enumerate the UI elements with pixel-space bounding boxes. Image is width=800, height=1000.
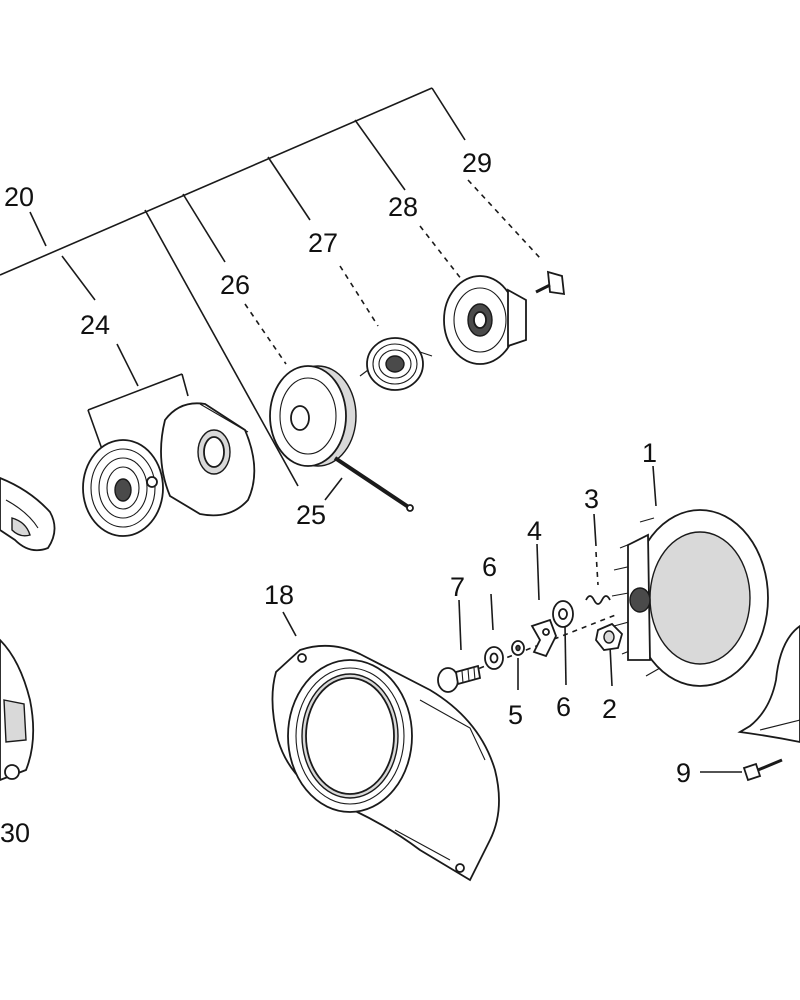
callout-29: 29 <box>462 148 492 178</box>
small-spring-part <box>585 595 611 605</box>
bolt-part <box>742 758 783 782</box>
callout-25: 25 <box>296 500 326 530</box>
callout-30: 30 <box>0 818 30 848</box>
pawl-part <box>530 618 557 658</box>
recoil-starter-part <box>82 402 256 537</box>
callout-28: 28 <box>388 192 418 222</box>
recoil-spring-part <box>359 337 433 391</box>
clip-part <box>511 640 525 656</box>
flywheel-part <box>611 509 769 687</box>
ratchet-part <box>443 275 527 365</box>
handle-part <box>0 477 56 552</box>
callout-27: 27 <box>308 228 338 258</box>
pulley-part <box>269 365 357 467</box>
callout-4: 4 <box>527 516 542 546</box>
callout-5: 5 <box>508 700 523 730</box>
washer-part <box>552 600 574 628</box>
callout-7: 7 <box>450 572 465 602</box>
right-bracket-part <box>737 624 800 743</box>
callouts: 1 2 3 4 5 6 6 7 9 18 20 24 25 26 27 28 2… <box>0 148 691 848</box>
lower-left-bracket-part <box>0 638 35 781</box>
washer-left-part <box>484 646 504 670</box>
callout-20: 20 <box>4 182 34 212</box>
callout-1: 1 <box>642 438 657 468</box>
callout-2: 2 <box>602 694 617 724</box>
callout-18: 18 <box>264 580 294 610</box>
callout-6b: 6 <box>556 692 571 722</box>
callout-26: 26 <box>220 270 250 300</box>
fan-cover-part <box>271 644 500 882</box>
callout-6a: 6 <box>482 552 497 582</box>
starter-rope-part <box>333 456 414 512</box>
callout-9: 9 <box>676 758 691 788</box>
screw-part <box>437 664 482 693</box>
callout-3: 3 <box>584 484 599 514</box>
cap-screw-part <box>535 270 566 296</box>
leader-lines <box>0 87 742 773</box>
callout-24: 24 <box>80 310 110 340</box>
nut-part <box>595 622 624 651</box>
